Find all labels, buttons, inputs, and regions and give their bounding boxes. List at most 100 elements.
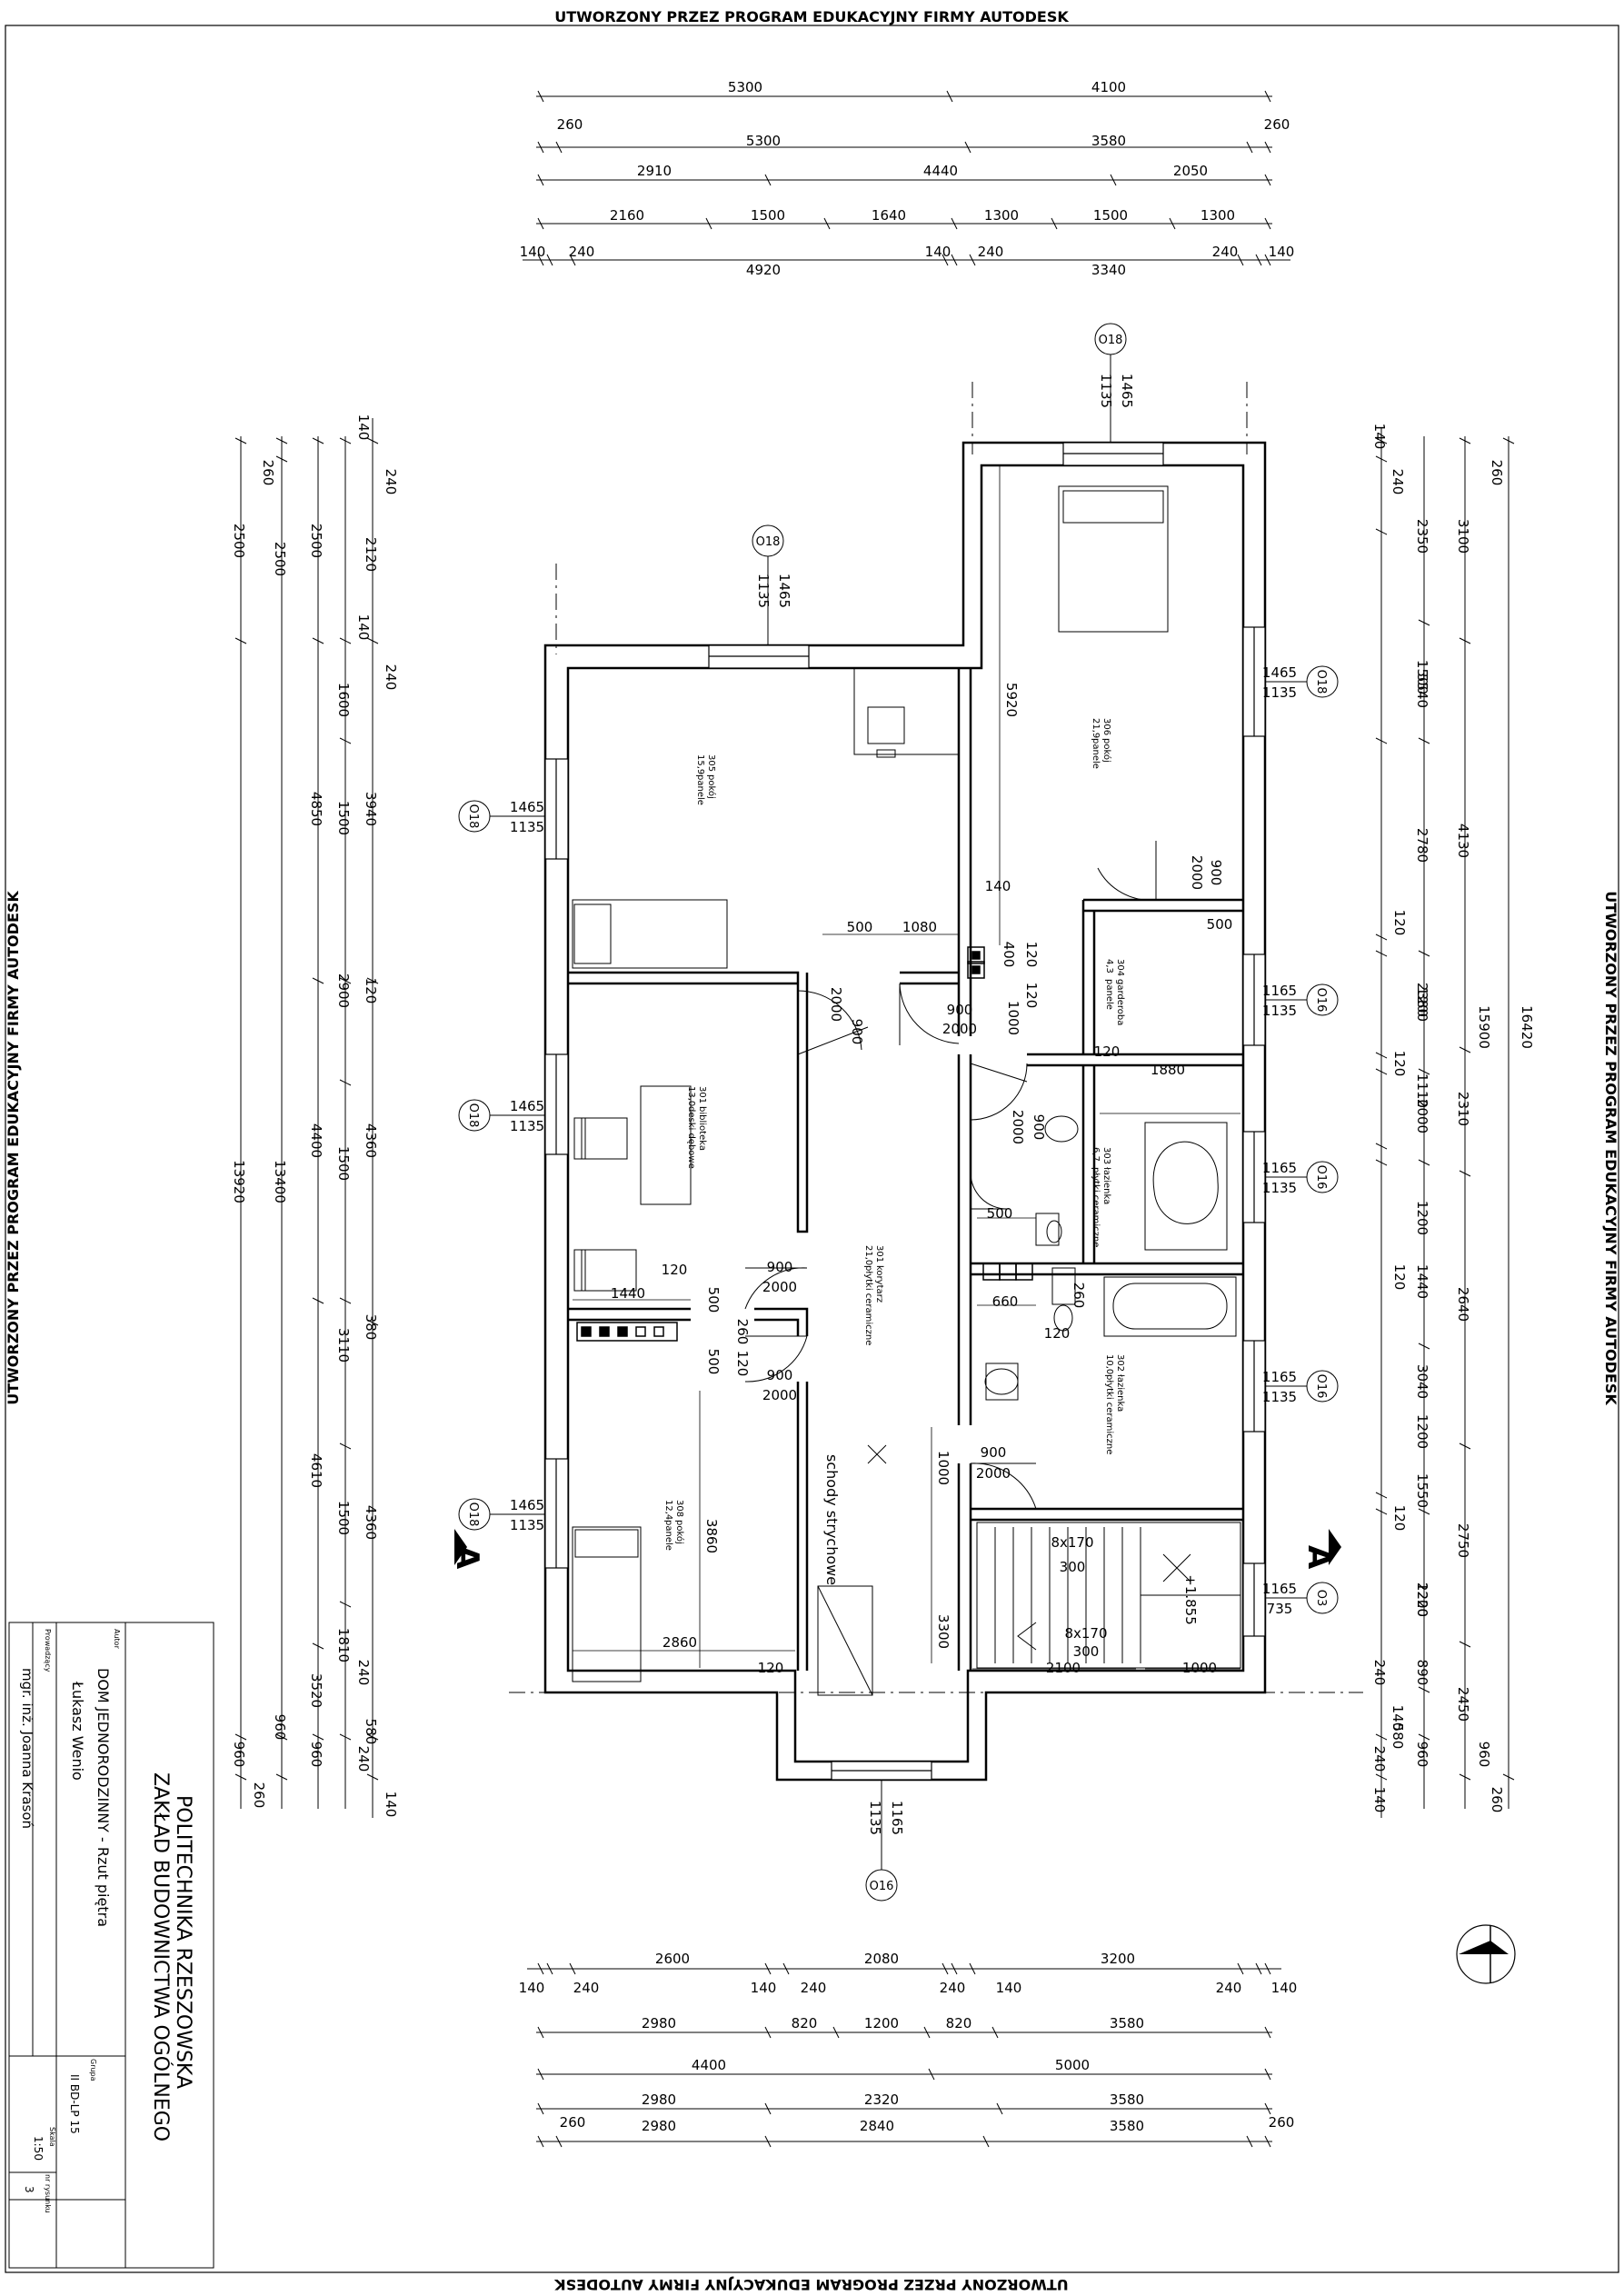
attic-ladder <box>817 1585 873 1696</box>
dim-text: 3110 <box>335 1328 352 1363</box>
dim-text: 1500 <box>1093 207 1128 224</box>
dim-text: 2000 <box>1414 1099 1430 1133</box>
dim-text: 3340 <box>1091 262 1126 278</box>
dim-text: 120 <box>734 1351 751 1377</box>
dim-text: 890 <box>1414 1660 1430 1686</box>
dim-text: 3580 <box>1110 2091 1144 2108</box>
bathtub <box>1144 1122 1228 1251</box>
dim-text: 5300 <box>728 79 762 95</box>
room-area: 4,3 <box>1104 959 1114 973</box>
corridor-mark <box>867 1444 887 1464</box>
dim-text: 260 <box>560 2114 586 2131</box>
window-width: 1165 <box>889 1801 905 1835</box>
dim-text: 2000 <box>828 987 844 1022</box>
interior-dim-text: 5920 140 500 1080 400 120 120 1000 900 2… <box>611 683 1232 1676</box>
dim-text: 5000 <box>1055 2057 1090 2073</box>
dim-text: 1440 <box>611 1285 645 1302</box>
room-id: 301 <box>874 1245 884 1263</box>
dim-text: 260 <box>260 460 276 486</box>
supervisor-label: Prowadzący <box>44 1629 52 1672</box>
room-floor: płytki ceramiczne <box>1104 1374 1114 1454</box>
window-tag: O18 1465 1135 <box>1094 323 1135 443</box>
dim-text: 2000 <box>1010 1110 1026 1144</box>
dim-text: 960 <box>1476 1742 1492 1768</box>
dim-text: 1110 <box>1414 1073 1430 1108</box>
interior-dim-lines <box>573 465 1240 1670</box>
dim-text: 8x170 <box>1051 1534 1093 1551</box>
dim-text: 240 <box>1216 1980 1242 1996</box>
dim-text: 900 <box>849 1019 865 1045</box>
dim-text: 1000 <box>1005 1001 1021 1035</box>
window-tag: O18 1465 1135 <box>1262 664 1339 701</box>
window-width: 1165 <box>1262 1160 1297 1176</box>
room-306: 306 pokój 21,9 panele <box>1091 718 1112 769</box>
dim-text: 4360 <box>363 1123 379 1158</box>
room-name: korytarz <box>874 1265 884 1303</box>
stairs-label: schody strychowe <box>823 1454 841 1585</box>
room-id: 303 <box>1101 1147 1111 1164</box>
room-id: 301 <box>697 1086 707 1103</box>
top-ticks <box>537 90 1271 266</box>
dim-text: 3940 <box>363 792 379 826</box>
dim-text: 400 <box>1001 942 1017 968</box>
dim-text: 2980 <box>642 2091 676 2108</box>
dim-text: 1550 <box>1414 1473 1430 1508</box>
room-area: 6,7 <box>1091 1147 1101 1162</box>
window-code: O18 <box>466 1103 480 1128</box>
dim-text: 1880 <box>1151 1062 1185 1078</box>
window-width: 1165 <box>1262 1369 1297 1385</box>
room-303: 303 łazienka 6,7 płytki ceramiczne <box>1091 1147 1111 1247</box>
outer-wall-inner <box>566 464 1245 1763</box>
window-height: 1135 <box>867 1801 883 1835</box>
room-301-korytarz: 301 korytarz 21,0 płytki ceramiczne <box>863 1245 884 1345</box>
dim-text: 960 <box>231 1742 247 1768</box>
sheet-number: 3 <box>23 2186 35 2193</box>
window-height: 735 <box>1267 1601 1293 1617</box>
room-area: 10,0 <box>1104 1354 1114 1374</box>
dim-text: 8x170 <box>1064 1625 1107 1642</box>
room-id: 305 <box>706 754 716 772</box>
dim-text: 960 <box>272 1714 288 1741</box>
window-height: 1135 <box>510 1517 544 1533</box>
dim-text: 140 <box>1271 1980 1298 1996</box>
room-floor: płytki ceramiczne <box>1091 1167 1101 1247</box>
dim-text: 2600 <box>655 1951 690 1967</box>
dim-text: 240 <box>801 1980 827 1996</box>
dim-text: 2640 <box>1455 1287 1471 1322</box>
dim-text: 240 <box>1390 469 1406 495</box>
dim-text: 300 <box>1073 1643 1100 1660</box>
dim-text: 4100 <box>1091 79 1126 95</box>
dim-text: 1300 <box>1201 207 1235 224</box>
dim-text: 140 <box>751 1980 777 1996</box>
room-302: 302 łazienka 10,0 płytki ceramiczne <box>1104 1354 1125 1454</box>
window-width: 1465 <box>510 1098 544 1114</box>
window-tag: O18 1465 1135 <box>458 799 545 835</box>
title-block <box>8 1622 214 2269</box>
dim-text: 2900 <box>335 973 352 1008</box>
dim-text: 240 <box>940 1980 966 1996</box>
room-floor: panele <box>1091 738 1101 769</box>
room-301-biblioteka: 301 biblioteka 13,0 deski dębowe <box>686 1086 707 1169</box>
dim-text: 1000 <box>935 1451 951 1485</box>
dim-text: 2310 <box>1455 1092 1471 1126</box>
dim-text: 2380 <box>1414 983 1430 1017</box>
window-code: O18 <box>1099 334 1123 347</box>
dim-text: 2980 <box>642 2118 676 2134</box>
dim-text: 260 <box>1269 2114 1295 2131</box>
dim-text: 260 <box>251 1782 267 1809</box>
dim-text: 4400 <box>308 1123 324 1158</box>
window-tag: O3 1165 735 <box>1262 1581 1339 1617</box>
dim-text: 260 <box>1489 1787 1505 1813</box>
dim-text: 120 <box>1023 983 1040 1009</box>
dim-text: 120 <box>1044 1325 1071 1342</box>
window-height: 1135 <box>510 1118 544 1134</box>
dim-text: 2100 <box>1046 1660 1081 1676</box>
bed <box>1058 485 1169 633</box>
dim-text: 240 <box>1371 1660 1388 1686</box>
dim-text: 300 <box>1060 1559 1086 1575</box>
window-code: O16 <box>870 1880 894 1893</box>
room-id: 306 <box>1101 718 1111 735</box>
dim-text: 140 <box>383 1792 399 1818</box>
axis-lines <box>509 382 1363 1693</box>
